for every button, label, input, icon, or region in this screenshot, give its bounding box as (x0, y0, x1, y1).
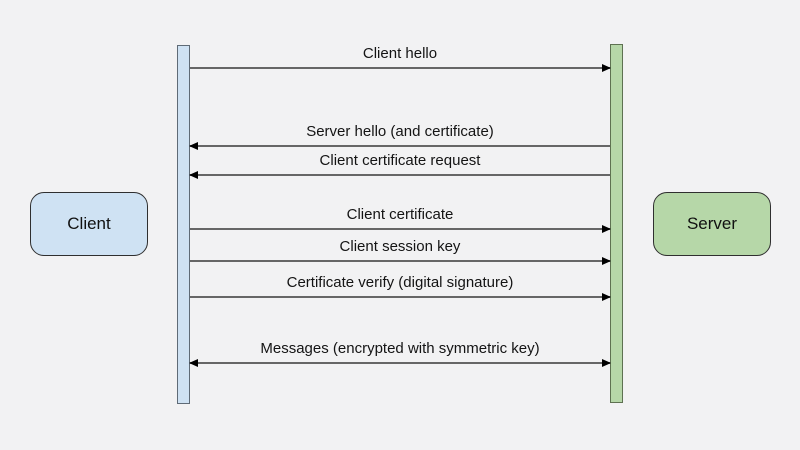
arrowhead-right-icon (602, 63, 611, 72)
client-lifeline (177, 45, 190, 404)
message-line (189, 170, 610, 179)
arrowhead-right-icon (602, 256, 611, 265)
message-line (190, 63, 611, 72)
message-line (189, 358, 611, 367)
client-actor-box: Client (30, 192, 148, 256)
message-label: Client session key (339, 238, 461, 255)
message-label: Server hello (and certificate) (306, 123, 494, 140)
message-label: Certificate verify (digital signature) (286, 274, 514, 291)
server-actor-box: Server (653, 192, 771, 256)
arrowhead-left-icon (189, 358, 198, 367)
message-label: Client certificate (346, 206, 454, 223)
message-line (190, 292, 611, 301)
message-label: Messages (encrypted with symmetric key) (260, 340, 540, 357)
server-lifeline (610, 44, 623, 403)
arrowhead-left-icon (189, 141, 198, 150)
client-actor-label: Client (67, 214, 111, 233)
message-label: Client certificate request (319, 152, 481, 169)
arrowhead-right-icon (602, 292, 611, 301)
message-line (189, 141, 610, 150)
arrowhead-right-icon (602, 358, 611, 367)
arrowhead-left-icon (189, 170, 198, 179)
server-actor-label: Server (686, 214, 738, 233)
message-line (190, 256, 611, 265)
message-label: Client hello (362, 45, 438, 62)
message-line (190, 224, 611, 233)
arrowhead-right-icon (602, 224, 611, 233)
